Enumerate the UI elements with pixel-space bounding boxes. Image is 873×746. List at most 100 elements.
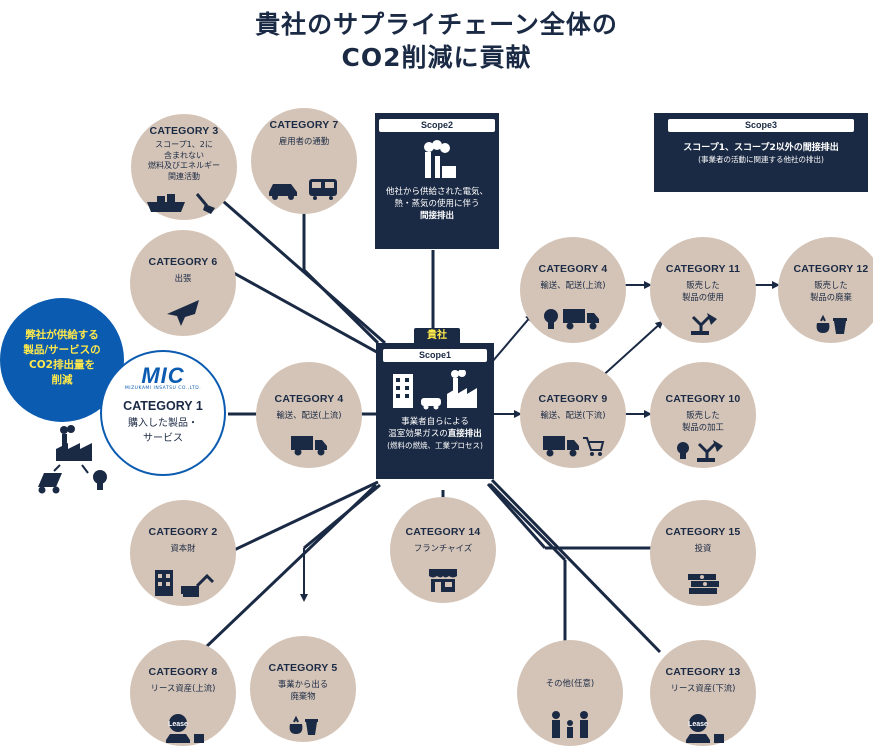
arrow-cat4-upper <box>491 313 534 363</box>
category-4-middle-tag: CATEGORY 4 <box>274 393 344 405</box>
bulb-truck-icon <box>520 307 626 331</box>
category-3-line-3: 燃料及びエネルギー <box>148 161 220 170</box>
factory-smoke-icon <box>375 140 499 180</box>
garbage-bag-icon <box>250 714 356 736</box>
category-13-tag: CATEGORY 13 <box>665 666 741 678</box>
category-11-tag: CATEGORY 11 <box>665 263 741 275</box>
line-cat7-b <box>302 268 380 345</box>
family-icon <box>517 710 623 740</box>
scope2-label: Scope2 <box>379 119 495 132</box>
category-4-middle-line-1: 輸送、配送(上流) <box>276 410 342 420</box>
category-12-circle: CATEGORY 12 販売した 製品の廃棄 <box>778 237 873 343</box>
category-9-line-1: 輸送、配送(下流) <box>540 410 606 420</box>
category-3-line-4: 関連活動 <box>168 171 200 181</box>
scope3-line-1: スコープ1、スコープ2以外の間接排出 <box>683 143 839 153</box>
truck-icon <box>256 434 362 456</box>
category-8-tag: CATEGORY 8 <box>148 666 218 678</box>
lease-badge-text: Lease <box>688 721 708 728</box>
mic-logo-sub: MIZUKAMI INSATSU CO.,LTD. <box>124 386 202 391</box>
mic-logo: MIC <box>141 363 185 388</box>
line-cat5-a <box>303 483 381 550</box>
category-4-middle-circle: CATEGORY 4 輸送、配送(上流) <box>256 362 362 468</box>
category-6-circle: CATEGORY 6 出張 <box>130 230 236 336</box>
scope2-line-1: 他社から供給された電気、 <box>385 187 488 197</box>
category-8-line-1: リース資産(上流) <box>150 683 216 693</box>
category-3-line-1: スコープ1、2に <box>155 140 213 149</box>
callout-line-2: 製品/サービスの <box>23 344 101 356</box>
money-stack-icon <box>650 570 756 596</box>
company-label: 貴社 <box>427 330 447 341</box>
line-cat6 <box>231 270 383 357</box>
title-line-1: 貴社のサプライチェーン全体の <box>255 10 618 39</box>
scope2-box: Scope2 他社から供給された電気、 熱・蒸気の使用に伴う 間接排出 <box>375 113 499 249</box>
category-12-line-1: 販売した <box>814 280 848 290</box>
arrow-cat9-cat11 <box>597 320 664 381</box>
company-badge: 貴社 <box>414 328 460 343</box>
ship-shovel-icon <box>145 190 221 218</box>
other-circle: その他(任意) <box>517 640 623 746</box>
page-title: 貴社のサプライチェーン全体の CO2削減に貢献 <box>0 8 873 74</box>
scope1-line-2a: 温室効果ガスの <box>388 429 448 439</box>
category-10-circle: CATEGORY 10 販売した 製品の加工 <box>650 362 756 468</box>
scope1-line-3: (燃料の燃焼、工業プロセス) <box>387 441 483 450</box>
lease-badge-text: Lease <box>168 721 188 728</box>
category-4-upper-line-1: 輸送、配送(上流) <box>540 280 606 290</box>
scope3-line-2: (事業者の活動に関連する他社の排出) <box>698 155 824 164</box>
category-14-circle: CATEGORY 14 フランチャイズ <box>390 497 496 603</box>
title-line-2: CO2削減に貢献 <box>341 43 532 72</box>
other-line-1: その他(任意) <box>545 678 595 688</box>
desk-lamp-icon <box>650 311 756 337</box>
category-4-upper-tag: CATEGORY 4 <box>538 263 608 275</box>
category-15-tag: CATEGORY 15 <box>665 526 741 538</box>
lease-car-icon: Lease <box>130 714 236 744</box>
category-5-circle: CATEGORY 5 事業から出る 廃棄物 <box>250 636 356 742</box>
category-3-circle: CATEGORY 3 スコープ1、2に 含まれない 燃料及びエネルギー 関連活動 <box>131 114 237 220</box>
lease-car-icon: Lease <box>650 714 756 744</box>
category-14-line-1: フランチャイズ <box>413 543 473 553</box>
category-1-circle: MIC MIZUKAMI INSATSU CO.,LTD. CATEGORY 1… <box>100 350 226 476</box>
category-10-line-2: 製品の加工 <box>682 422 724 432</box>
scope3-label: Scope3 <box>668 119 854 132</box>
category-1-line-2: サービス <box>143 433 183 444</box>
scope1-box: Scope1 事業者自らによる 温室効果ガスの直接排出 (燃料の燃焼、工業プロセ… <box>376 343 494 479</box>
category-10-line-1: 販売した <box>686 410 720 420</box>
category-13-circle: CATEGORY 13 リース資産(下流) Lease <box>650 640 756 746</box>
category-8-circle: CATEGORY 8 リース資産(上流) Lease <box>130 640 236 746</box>
category-7-tag: CATEGORY 7 <box>269 119 339 131</box>
category-9-tag: CATEGORY 9 <box>538 393 608 405</box>
callout-line-1: 弊社が供給する <box>25 329 99 341</box>
scope2-line-2: 熱・蒸気の使用に伴う <box>394 199 480 209</box>
category-14-tag: CATEGORY 14 <box>405 526 481 538</box>
category-6-tag: CATEGORY 6 <box>148 256 218 268</box>
category-2-line-1: 資本財 <box>170 543 196 553</box>
category-5-line-1: 事業から出る <box>277 679 329 689</box>
category-2-tag: CATEGORY 2 <box>148 526 218 538</box>
category-7-circle: CATEGORY 7 雇用者の通勤 <box>251 108 357 214</box>
category-5-tag: CATEGORY 5 <box>268 662 338 674</box>
category-11-circle: CATEGORY 11 販売した 製品の使用 <box>650 237 756 343</box>
trash-bin-icon <box>778 313 873 335</box>
category-7-line-1: 雇用者の通勤 <box>278 136 330 146</box>
callout-line-3: CO2排出量を <box>29 359 95 371</box>
line-cat13 <box>490 478 662 654</box>
category-11-line-1: 販売した <box>686 280 720 290</box>
callout-line-4: 削減 <box>51 374 73 386</box>
category-3-line-2: 含まれない <box>164 150 204 160</box>
building-car-factory-icon <box>376 370 494 410</box>
bulb-lamp-icon <box>650 438 756 464</box>
category-6-line-1: 出張 <box>174 273 192 283</box>
scope1-line-2b: 直接排出 <box>447 429 482 439</box>
scope1-label: Scope1 <box>383 349 487 362</box>
line-cat15-b <box>486 483 547 549</box>
category-10-tag: CATEGORY 10 <box>665 393 741 405</box>
category-5-line-2: 廃棄物 <box>290 691 316 701</box>
category-15-circle: CATEGORY 15 投資 <box>650 500 756 606</box>
storefront-icon <box>390 567 496 593</box>
supply-factory-icon <box>30 425 114 495</box>
category-12-line-2: 製品の廃棄 <box>810 292 852 302</box>
category-1-tag: CATEGORY 1 <box>123 399 203 413</box>
category-3-tag: CATEGORY 3 <box>149 125 219 137</box>
truck-cart-icon <box>520 434 626 458</box>
airplane-icon <box>130 298 236 328</box>
category-1-line-1: 購入した製品・ <box>128 418 198 429</box>
